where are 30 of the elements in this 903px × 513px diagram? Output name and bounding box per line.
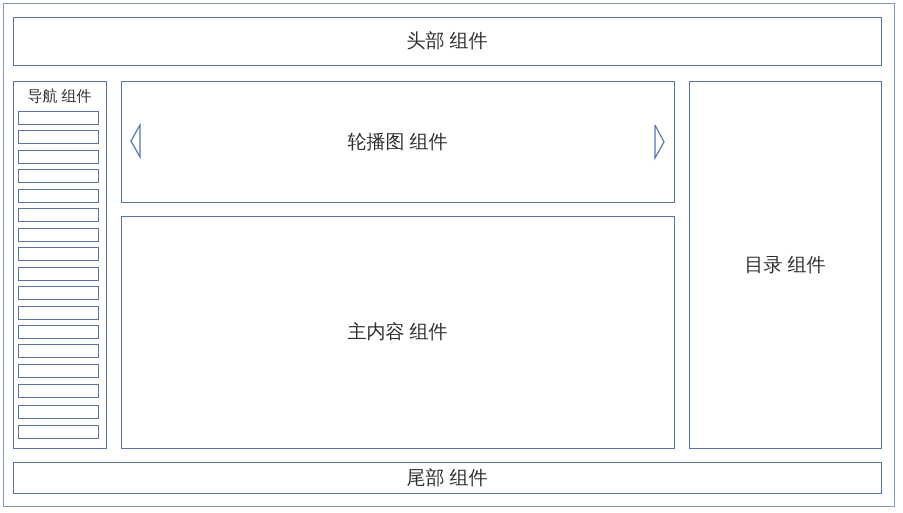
- main-content-panel: [120, 216, 674, 448]
- nav-item-box: [18, 286, 99, 300]
- nav-item-box: [18, 189, 99, 203]
- nav-item-box: [18, 325, 99, 339]
- component-label: 头部 组件: [406, 30, 488, 54]
- nav-item-box: [18, 384, 99, 398]
- catalog-panel: [688, 80, 882, 448]
- page-frame: [3, 3, 895, 507]
- nav-item-box: [18, 169, 99, 183]
- carousel-panel: [120, 80, 674, 202]
- footer-panel: [12, 462, 882, 494]
- nav-item-box: [18, 267, 99, 281]
- nav-item-box: [18, 344, 99, 358]
- nav-item-box: [18, 228, 99, 242]
- nav-item-box: [18, 130, 99, 144]
- nav-item-box: [18, 247, 99, 261]
- component-label: 尾部 组件: [406, 466, 488, 490]
- nav-item-box: [18, 150, 99, 164]
- nav-item-box: [18, 364, 99, 378]
- component-label: 轮播图 组件: [347, 130, 448, 154]
- nav-item-box: [18, 306, 99, 320]
- nav-item-box: [18, 208, 99, 222]
- nav-item-box: [18, 111, 99, 125]
- header-panel: [12, 16, 882, 66]
- component-label: 导航 组件: [27, 86, 92, 106]
- navigation-panel: [12, 80, 106, 448]
- component-label: 主内容 组件: [347, 321, 448, 345]
- component-label: 目录 组件: [744, 254, 826, 278]
- nav-item-box: [18, 405, 99, 419]
- nav-item-box: [18, 425, 99, 439]
